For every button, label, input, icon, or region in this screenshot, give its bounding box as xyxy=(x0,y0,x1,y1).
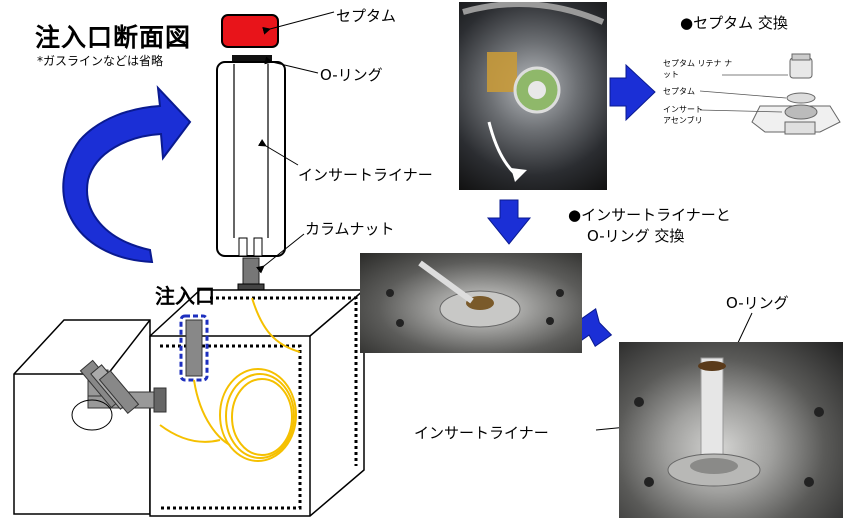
label-inlet: 注入口 xyxy=(155,284,215,308)
column-nut-body xyxy=(242,257,260,285)
photo-label-o-ring: O-リング xyxy=(726,294,789,312)
exploded-label-retainer-nut: セプタム リテナ ナット xyxy=(663,59,733,79)
o-ring-black xyxy=(232,55,272,65)
label-insert-liner: インサートライナー xyxy=(298,166,433,184)
diagram-title: 注入口断面図 xyxy=(35,23,192,52)
step-liner-exchange-2: O-リング 交換 xyxy=(587,227,685,245)
diagram-note: *ガスラインなどは省略 xyxy=(37,54,164,68)
label-o-ring: O-リング xyxy=(320,66,383,84)
photo-liner-removal xyxy=(360,253,582,353)
septum-exploded-view xyxy=(699,53,841,135)
inlet-body xyxy=(216,61,286,257)
inlet-in-oven xyxy=(179,314,209,382)
photo-o-ring-liner xyxy=(619,342,843,518)
step-arrows xyxy=(486,63,656,348)
exploded-label-septum: セプタム xyxy=(663,87,695,96)
photo-septum-area xyxy=(459,2,607,190)
capillary-column-coil xyxy=(159,297,301,462)
gc-oven-sketch xyxy=(13,289,365,517)
curved-blue-arrow xyxy=(62,85,192,264)
inlet-cross-section xyxy=(216,14,286,299)
photo-label-insert-liner: インサートライナー xyxy=(414,424,549,442)
step-septum-exchange: ●セプタム 交換 xyxy=(680,14,788,32)
transfer-line xyxy=(71,359,167,431)
label-septum: セプタム xyxy=(336,7,397,25)
step-liner-exchange-1: ●インサートライナーと xyxy=(568,206,731,224)
exploded-label-insert-assembly: インサート アセンブリ xyxy=(663,105,703,125)
septum-red-block xyxy=(221,14,279,48)
label-column-nut: カラムナット xyxy=(305,220,395,238)
